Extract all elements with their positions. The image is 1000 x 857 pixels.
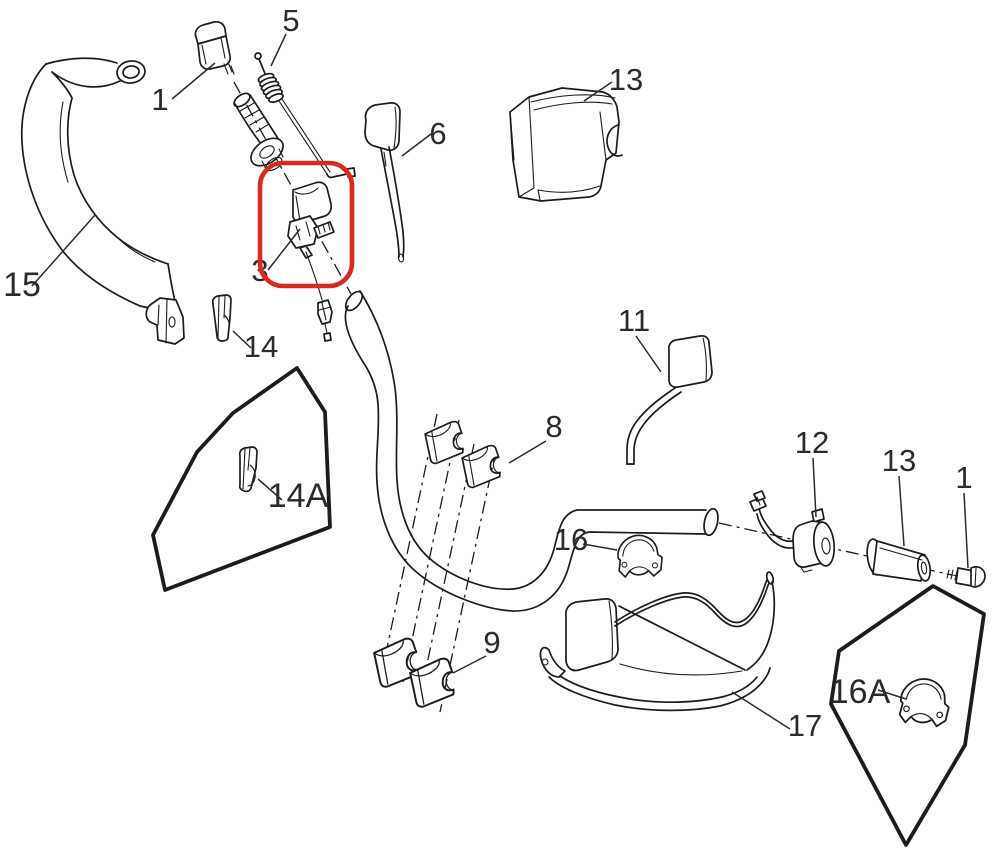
part-label-13-right: 13 — [882, 443, 916, 478]
part-9-lower-clamps — [371, 636, 460, 709]
part-17-handguard-right — [539, 571, 776, 712]
part-label-1-right: 1 — [955, 460, 972, 495]
part-label-6: 6 — [429, 116, 446, 151]
part-3-switch-assembly — [287, 181, 335, 342]
part-label-11: 11 — [618, 303, 650, 338]
part-14a-panel — [151, 366, 332, 592]
part-16a-panel — [829, 584, 986, 847]
part-1-bar-end-top — [194, 20, 235, 75]
part-11-mirror — [626, 334, 713, 465]
part-label-16: 16 — [554, 522, 588, 557]
part-14-clip — [211, 294, 232, 342]
leader-lines — [31, 33, 969, 730]
assembly-axis-throttle — [233, 81, 352, 295]
part-label-14a: 14A — [268, 477, 329, 515]
part-12-switch-pod — [749, 490, 836, 573]
part-13-grip-right — [866, 538, 932, 582]
part-6-lever — [364, 102, 405, 263]
handlebar — [344, 290, 719, 612]
part-label-15: 15 — [3, 266, 41, 304]
part-8-upper-clamps — [422, 419, 505, 490]
part-16-bracket — [615, 533, 665, 580]
part-label-17: 17 — [788, 708, 822, 743]
clamp-bolt-axes — [380, 413, 497, 713]
part-label-14: 14 — [244, 329, 278, 364]
part-label-13-top: 13 — [609, 62, 643, 97]
throttle-tube — [233, 92, 284, 172]
part-label-8: 8 — [545, 409, 562, 444]
part-15-handguard-left — [20, 57, 185, 345]
part-label-1-top: 1 — [151, 82, 168, 117]
part-label-9: 9 — [483, 625, 500, 660]
part-labels: 1 5 3 6 13 15 14 14A 8 11 16 9 12 13 1 1… — [3, 3, 973, 743]
highlight-ring-part-3 — [257, 160, 355, 289]
part-label-5: 5 — [282, 3, 299, 38]
part-1-bar-end-right — [946, 566, 986, 588]
part-13-cover-top — [509, 87, 623, 202]
part-label-16a: 16A — [830, 673, 891, 711]
part-label-12: 12 — [795, 425, 829, 460]
